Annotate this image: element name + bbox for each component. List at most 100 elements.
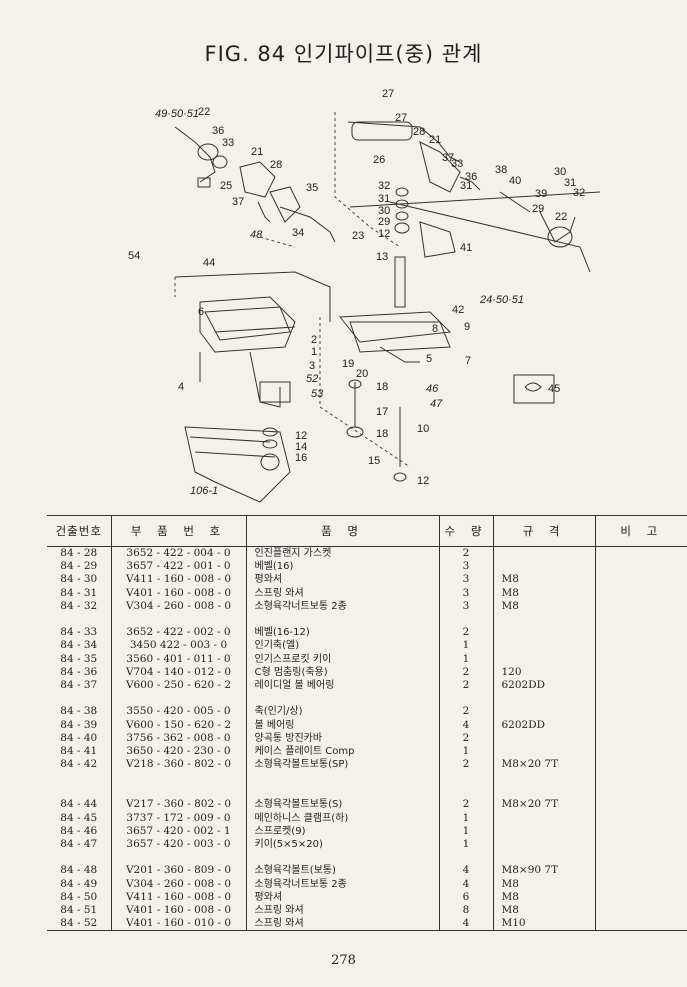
remarks-cell <box>594 599 687 614</box>
svg-text:49·50·51: 49·50·51 <box>155 108 199 120</box>
quantity-cell: 1 <box>438 838 493 852</box>
ref-no-cell: 84 - 42 <box>60 758 98 771</box>
svg-text:24·50·51: 24·50·51 <box>479 294 524 306</box>
svg-text:44: 44 <box>203 257 215 269</box>
quantity-cell: 4 <box>438 864 493 878</box>
ref-no-cell: 84 - 32 <box>60 599 98 612</box>
part-name-cell: 소형육각볼트(보통) <box>245 864 439 878</box>
remarks-cell <box>594 652 687 666</box>
part-no-cell: V411 - 160 - 008 - 0 <box>110 573 246 587</box>
svg-text:12: 12 <box>417 475 429 487</box>
part-no-cell: V218 - 360 - 802 - 0 <box>110 758 246 772</box>
page-title: FIG. 84 인기파이프(중) 관계 <box>204 42 483 66</box>
quantity-cell: 8 <box>438 904 493 918</box>
spec-cell <box>492 546 595 561</box>
spec-cell: M8 <box>492 586 595 600</box>
spec-cell: M8 <box>492 890 595 905</box>
ref-no-cell: 84 - 50 <box>60 890 98 903</box>
header-part-no: 부 품 번 호 <box>110 515 246 547</box>
table-spacer-row <box>47 851 687 865</box>
svg-text:30: 30 <box>378 205 390 217</box>
remarks-cell <box>594 904 687 918</box>
part-name-cell: 소형육각너트보통 2종 <box>245 599 439 614</box>
spacer-cell <box>492 692 595 706</box>
remarks-cell <box>594 731 687 746</box>
ref-no-cell: 84 - 52 <box>47 917 111 932</box>
spacer-cell <box>438 771 493 799</box>
quantity-cell: 2 <box>438 798 493 812</box>
ref-no-cell: 84 - 44 <box>60 798 98 811</box>
spec-cell <box>492 824 595 839</box>
spec-cell: M10 <box>492 917 595 932</box>
remarks-cell <box>594 679 687 693</box>
ref-no-cell: 84 - 40 <box>60 731 98 744</box>
spacer-cell <box>594 851 687 865</box>
quantity-cell: 1 <box>438 811 493 825</box>
diagram-drawing: 49·50·51 22 36 33 25 21 28 35 37 34 48 2… <box>128 88 601 503</box>
quantity-cell: 6 <box>438 890 493 905</box>
svg-text:26: 26 <box>373 154 385 166</box>
part-name-cell: 축(인기/상) <box>245 705 439 719</box>
part-name-cell: 레이디얼 볼 베어링 <box>245 679 439 693</box>
svg-text:5: 5 <box>426 353 432 365</box>
quantity-cell: 2 <box>438 546 493 561</box>
spec-cell <box>492 811 595 825</box>
svg-text:53: 53 <box>311 388 324 400</box>
part-no-cell: 3657 - 422 - 001 - 0 <box>110 560 246 574</box>
svg-text:20: 20 <box>356 368 368 380</box>
part-no-cell: V401 - 160 - 008 - 0 <box>110 904 246 918</box>
svg-text:18: 18 <box>376 428 388 440</box>
header-ref-no: 건출번호 <box>47 515 111 547</box>
svg-text:15: 15 <box>368 455 380 467</box>
svg-text:32: 32 <box>573 187 585 199</box>
svg-text:12: 12 <box>295 430 307 442</box>
quantity-cell: 4 <box>438 718 493 732</box>
part-no-cell: 3737 - 172 - 009 - 0 <box>110 811 246 825</box>
ref-no-cell: 84 - 31 <box>60 586 98 599</box>
part-no-cell: V401 - 160 - 008 - 0 <box>110 586 246 600</box>
header-remarks: 비 고 <box>594 515 687 547</box>
svg-text:28: 28 <box>413 126 425 138</box>
remarks-cell <box>594 573 687 587</box>
svg-text:22: 22 <box>555 211 567 223</box>
svg-text:106-1: 106-1 <box>190 485 218 497</box>
part-name-cell: 평와셔 <box>245 890 439 905</box>
part-name-cell: 소형육각볼트보통(SP) <box>245 758 439 772</box>
svg-text:29: 29 <box>532 203 544 215</box>
quantity-cell: 1 <box>438 824 493 839</box>
svg-text:38: 38 <box>495 164 507 176</box>
ref-no-cell: 84 - 33 <box>60 626 98 639</box>
quantity-cell: 2 <box>438 626 493 640</box>
svg-text:31: 31 <box>460 180 472 192</box>
part-name-cell: 케이스 플레이트 Comp <box>245 745 439 759</box>
part-name-cell: 양곡통 방진카바 <box>245 731 439 746</box>
svg-text:14: 14 <box>295 441 307 453</box>
svg-text:36: 36 <box>212 125 224 137</box>
svg-text:42: 42 <box>452 304 464 316</box>
svg-text:18: 18 <box>376 381 388 393</box>
svg-text:35: 35 <box>306 182 318 194</box>
svg-text:27: 27 <box>395 112 407 124</box>
ref-no-cell: 84 - 38 <box>60 705 98 718</box>
quantity-cell: 2 <box>438 679 493 693</box>
svg-text:21: 21 <box>429 134 441 146</box>
spacer-cell <box>438 613 493 627</box>
svg-text:16: 16 <box>295 452 307 464</box>
svg-text:30: 30 <box>554 166 566 178</box>
ref-no-cell: 84 - 41 <box>60 745 98 758</box>
remarks-cell <box>594 877 687 891</box>
part-name-cell: 인기스프로킷 키이 <box>245 652 439 666</box>
spec-cell: M8 <box>492 599 595 614</box>
part-name-cell: 소형육각너트보통 2종 <box>245 877 439 891</box>
part-no-cell: 3652 - 422 - 002 - 0 <box>110 626 246 640</box>
spacer-cell <box>245 613 439 627</box>
